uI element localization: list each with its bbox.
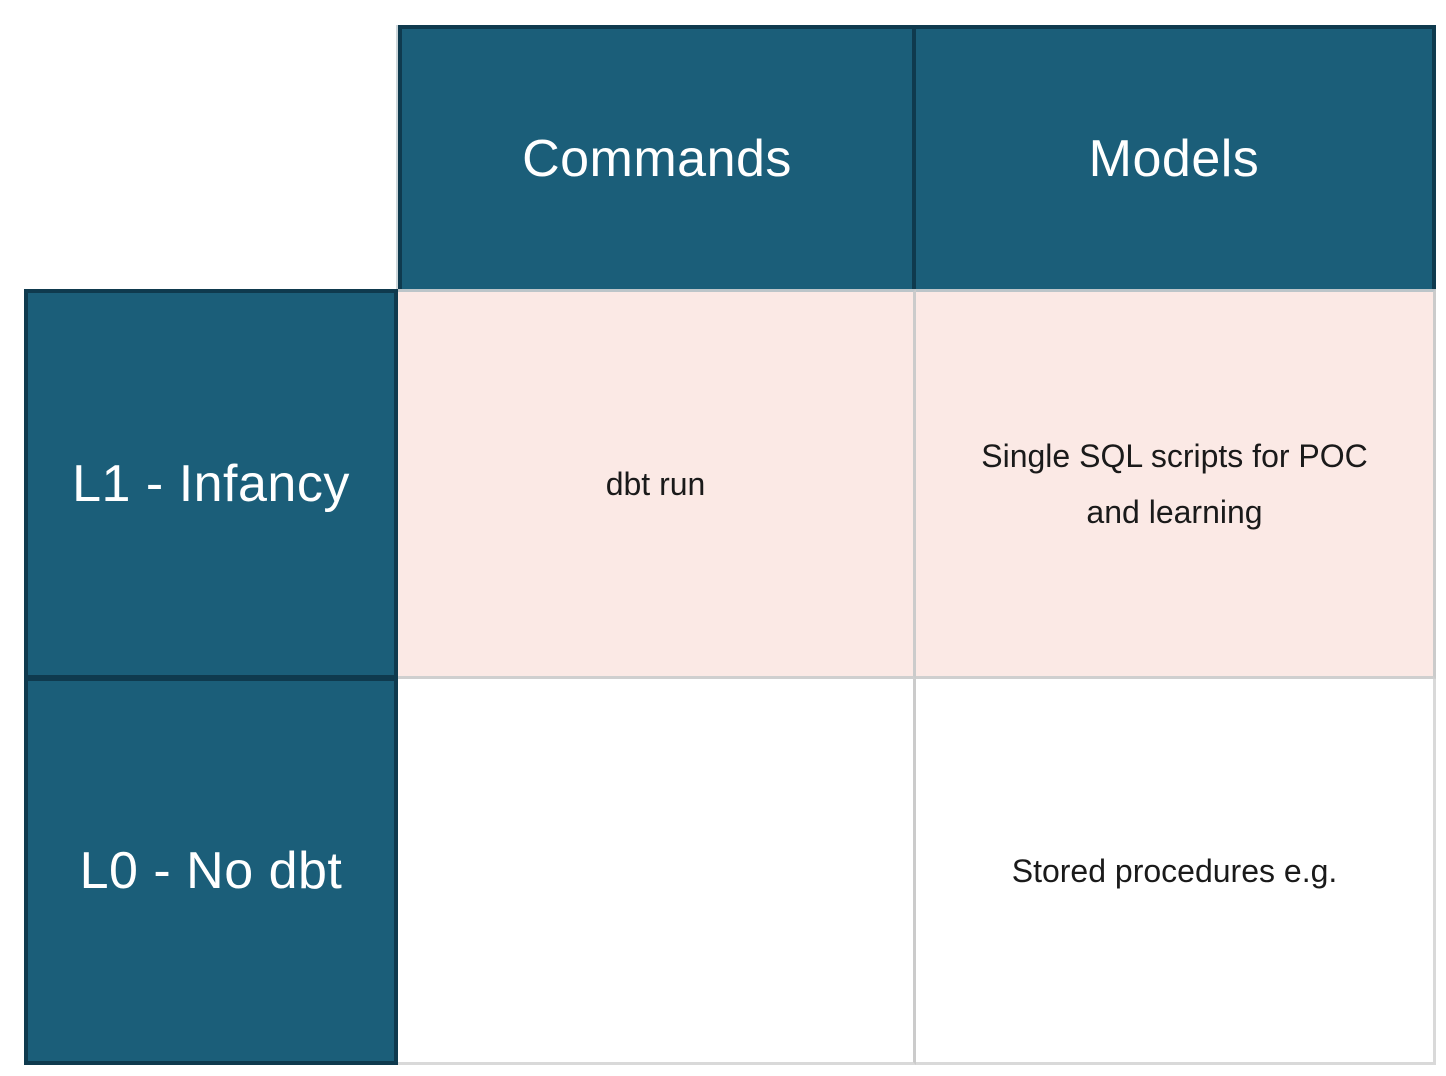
row-header-l0-no-dbt: L0 - No dbt	[24, 679, 398, 1065]
cell-l0-models: Stored procedures e.g.	[916, 679, 1436, 1065]
column-header-commands-label: Commands	[522, 130, 792, 188]
column-header-commands: Commands	[398, 25, 916, 289]
cell-l1-models: Single SQL scripts for POC and learning	[916, 289, 1436, 679]
corner-cell	[24, 25, 398, 289]
row-header-l0-no-dbt-label: L0 - No dbt	[79, 842, 343, 900]
cell-l0-models-text: Stored procedures e.g.	[1011, 852, 1338, 889]
row-header-l1-infancy-label: L1 - Infancy	[72, 455, 350, 513]
column-header-models: Models	[916, 25, 1436, 289]
column-header-models-label: Models	[1088, 130, 1260, 188]
cell-l1-commands-text: dbt run	[605, 466, 706, 502]
cell-l1-commands: dbt run	[398, 289, 916, 679]
cell-l0-commands	[398, 679, 916, 1065]
cell-l1-models-text: Single SQL scripts for POC and learning	[981, 438, 1368, 530]
row-header-l1-infancy: L1 - Infancy	[24, 289, 398, 679]
